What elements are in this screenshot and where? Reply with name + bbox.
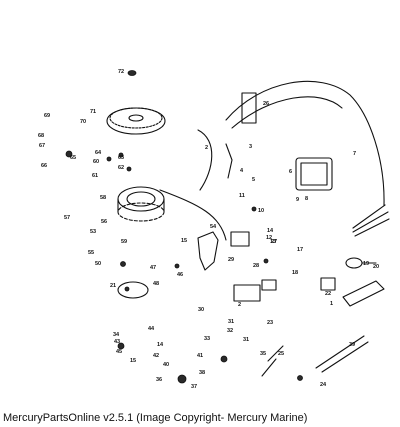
callout-number: 30 (198, 307, 204, 313)
callout-number: 33 (204, 336, 210, 342)
wiring-harness (225, 80, 390, 237)
callout-number: 12 (266, 235, 272, 241)
ignition-coil-bracket (197, 231, 250, 271)
callout-number: 44 (148, 326, 155, 332)
callout-number: 38 (199, 370, 205, 376)
callout-number: 27 (271, 239, 277, 245)
voltage-regulator (233, 279, 277, 302)
callout-number: 37 (191, 384, 197, 390)
callout-number: 43 (114, 339, 120, 345)
callout-number: 69 (44, 113, 50, 119)
callout-number: 34 (113, 332, 120, 338)
callout-number: 3 (249, 144, 252, 150)
callout-number: 59 (121, 239, 127, 245)
callout-number: 60 (93, 159, 99, 165)
callout-number: 21 (110, 283, 116, 289)
callout-number: 58 (100, 195, 106, 201)
battery-cables (261, 280, 385, 377)
callout-number: 9 (296, 197, 299, 203)
callout-number: 64 (95, 150, 102, 156)
callout-number: 71 (90, 109, 96, 115)
callout-number: 32 (227, 328, 233, 334)
callout-number: 7 (353, 151, 356, 157)
callout-number: 25 (278, 351, 284, 357)
callout-number: 46 (177, 272, 183, 278)
callout-number: 56 (101, 219, 107, 225)
callout-number: 53 (90, 229, 96, 235)
callout-number: 15 (130, 358, 136, 364)
callout-number: 67 (39, 143, 45, 149)
callout-number: 63 (118, 155, 124, 161)
callout-number: 35 (260, 351, 266, 357)
flywheel-nut (127, 70, 137, 76)
stator-assembly (117, 186, 165, 222)
callout-number: 57 (64, 215, 70, 221)
callout-number: 20 (373, 264, 379, 270)
callout-number: 39 (349, 342, 355, 348)
spark-plug-leads (159, 129, 233, 241)
callout-number: 31 (228, 319, 234, 325)
callout-number: 8 (305, 196, 308, 202)
callout-number: 11 (239, 193, 245, 199)
callout-number: 36 (156, 377, 162, 383)
callout-number: 48 (153, 281, 159, 287)
switch-box (295, 157, 333, 191)
flywheel (106, 107, 166, 135)
callout-number: 45 (116, 349, 122, 355)
callout-number: 41 (197, 353, 203, 359)
callout-number: 29 (228, 257, 234, 263)
callout-number: 55 (88, 250, 94, 256)
callout-number: 66 (41, 163, 47, 169)
callout-number: 70 (80, 119, 86, 125)
mounting-plate (241, 92, 257, 124)
callout-number: 24 (320, 382, 327, 388)
callout-number: 62 (118, 165, 124, 171)
callout-number: 65 (70, 155, 76, 161)
callout-number: 19 (363, 261, 369, 267)
callout-number: 72 (118, 69, 124, 75)
callout-number: 1 (330, 301, 333, 307)
callout-number: 50 (95, 261, 101, 267)
callout-number: 26 (263, 101, 269, 107)
callout-number: 47 (150, 265, 156, 271)
callout-number: 5 (252, 177, 255, 183)
callout-number: 68 (38, 133, 44, 139)
callout-number: 17 (297, 247, 303, 253)
small-hardware (65, 150, 303, 384)
callout-number: 2 (205, 145, 208, 151)
callout-number: 15 (181, 238, 187, 244)
callout-number: 22 (325, 291, 331, 297)
callout-number: 6 (289, 169, 292, 175)
callout-number: 18 (292, 270, 298, 276)
callout-number: 14 (267, 228, 274, 234)
callout-number: 13 (270, 239, 276, 245)
starter-solenoid (320, 257, 377, 291)
callout-number: 40 (163, 362, 169, 368)
callout-number: 31 (243, 337, 249, 343)
callout-number: 14 (157, 342, 164, 348)
trigger-plate (117, 281, 149, 299)
callout-number: 4 (240, 168, 244, 174)
callout-number: 54 (210, 224, 217, 230)
callout-number: 61 (92, 173, 98, 179)
callout-number: 2 (238, 302, 241, 308)
image-copyright-caption: MercuryPartsOnline v2.5.1 (Image Copyrig… (3, 412, 308, 424)
callout-number: 42 (153, 353, 159, 359)
callout-number: 23 (267, 320, 273, 326)
callout-number: 28 (253, 263, 259, 269)
callout-number: 10 (258, 208, 264, 214)
